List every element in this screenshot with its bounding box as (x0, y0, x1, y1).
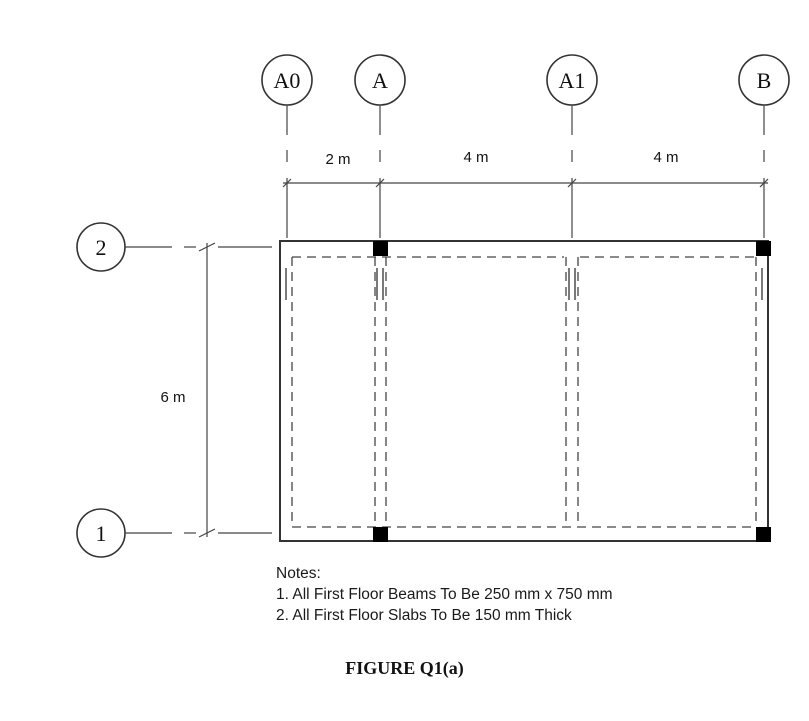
column-b-2 (756, 241, 771, 256)
horizontal-dimension-line (282, 178, 769, 188)
dimension-a1-b: 4 m (653, 149, 678, 166)
note-item-2: 2. All First Floor Slabs To Be 150 mm Th… (276, 607, 572, 624)
grid-bubble-row-2: 2 (76, 222, 126, 272)
beam-lines (291, 256, 757, 528)
column-grid-leaders (286, 105, 765, 238)
dimension-rows: 6 m (160, 389, 185, 406)
beam-end-marks (285, 268, 763, 300)
grid-label-row-1: 1 (96, 521, 107, 546)
notes-block: Notes: 1. All First Floor Beams To Be 25… (276, 563, 613, 626)
grid-bubble-b: B (738, 54, 790, 106)
notes-heading: Notes: (276, 565, 321, 582)
vertical-dimension-line (198, 242, 216, 538)
dimension-a0-a: 2 m (325, 151, 350, 168)
grid-bubble-a0: A0 (261, 54, 313, 106)
slab-outline (279, 240, 769, 542)
grid-label-row-2: 2 (96, 235, 107, 260)
grid-label-a: A (372, 68, 388, 93)
note-item-1: 1. All First Floor Beams To Be 250 mm x … (276, 586, 613, 603)
column-a-1 (373, 527, 388, 542)
figure-caption: FIGURE Q1(a) (345, 658, 464, 678)
column-b-1 (756, 527, 771, 542)
grid-label-a1: A1 (559, 68, 586, 93)
dimension-a-a1: 4 m (463, 149, 488, 166)
grid-bubble-a: A (354, 54, 406, 106)
grid-bubble-a1: A1 (546, 54, 598, 106)
row-grid-leaders (125, 246, 272, 534)
columns (373, 241, 771, 542)
grid-bubble-row-1: 1 (76, 508, 126, 558)
column-a-2 (373, 241, 388, 256)
grid-label-a0: A0 (274, 68, 301, 93)
grid-label-b: B (757, 68, 772, 93)
